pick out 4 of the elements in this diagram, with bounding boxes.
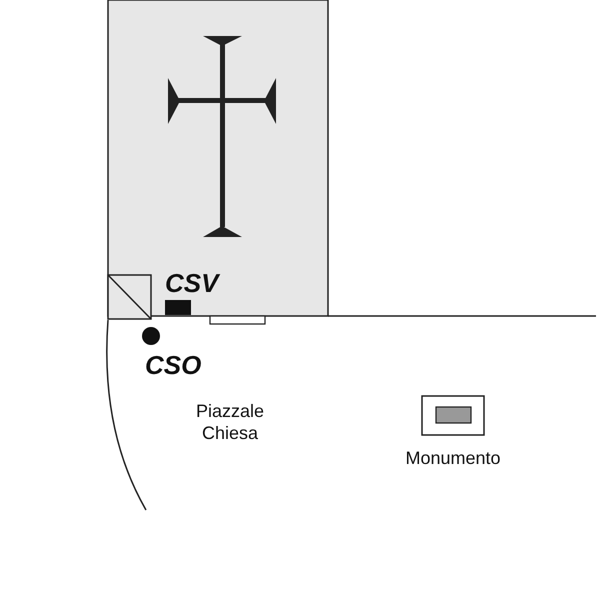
area-label: Piazzale Chiesa (194, 400, 266, 444)
callout-label: CSO (145, 350, 202, 381)
place-label: Monumento (404, 447, 502, 469)
callout-label: CSV (165, 268, 218, 299)
